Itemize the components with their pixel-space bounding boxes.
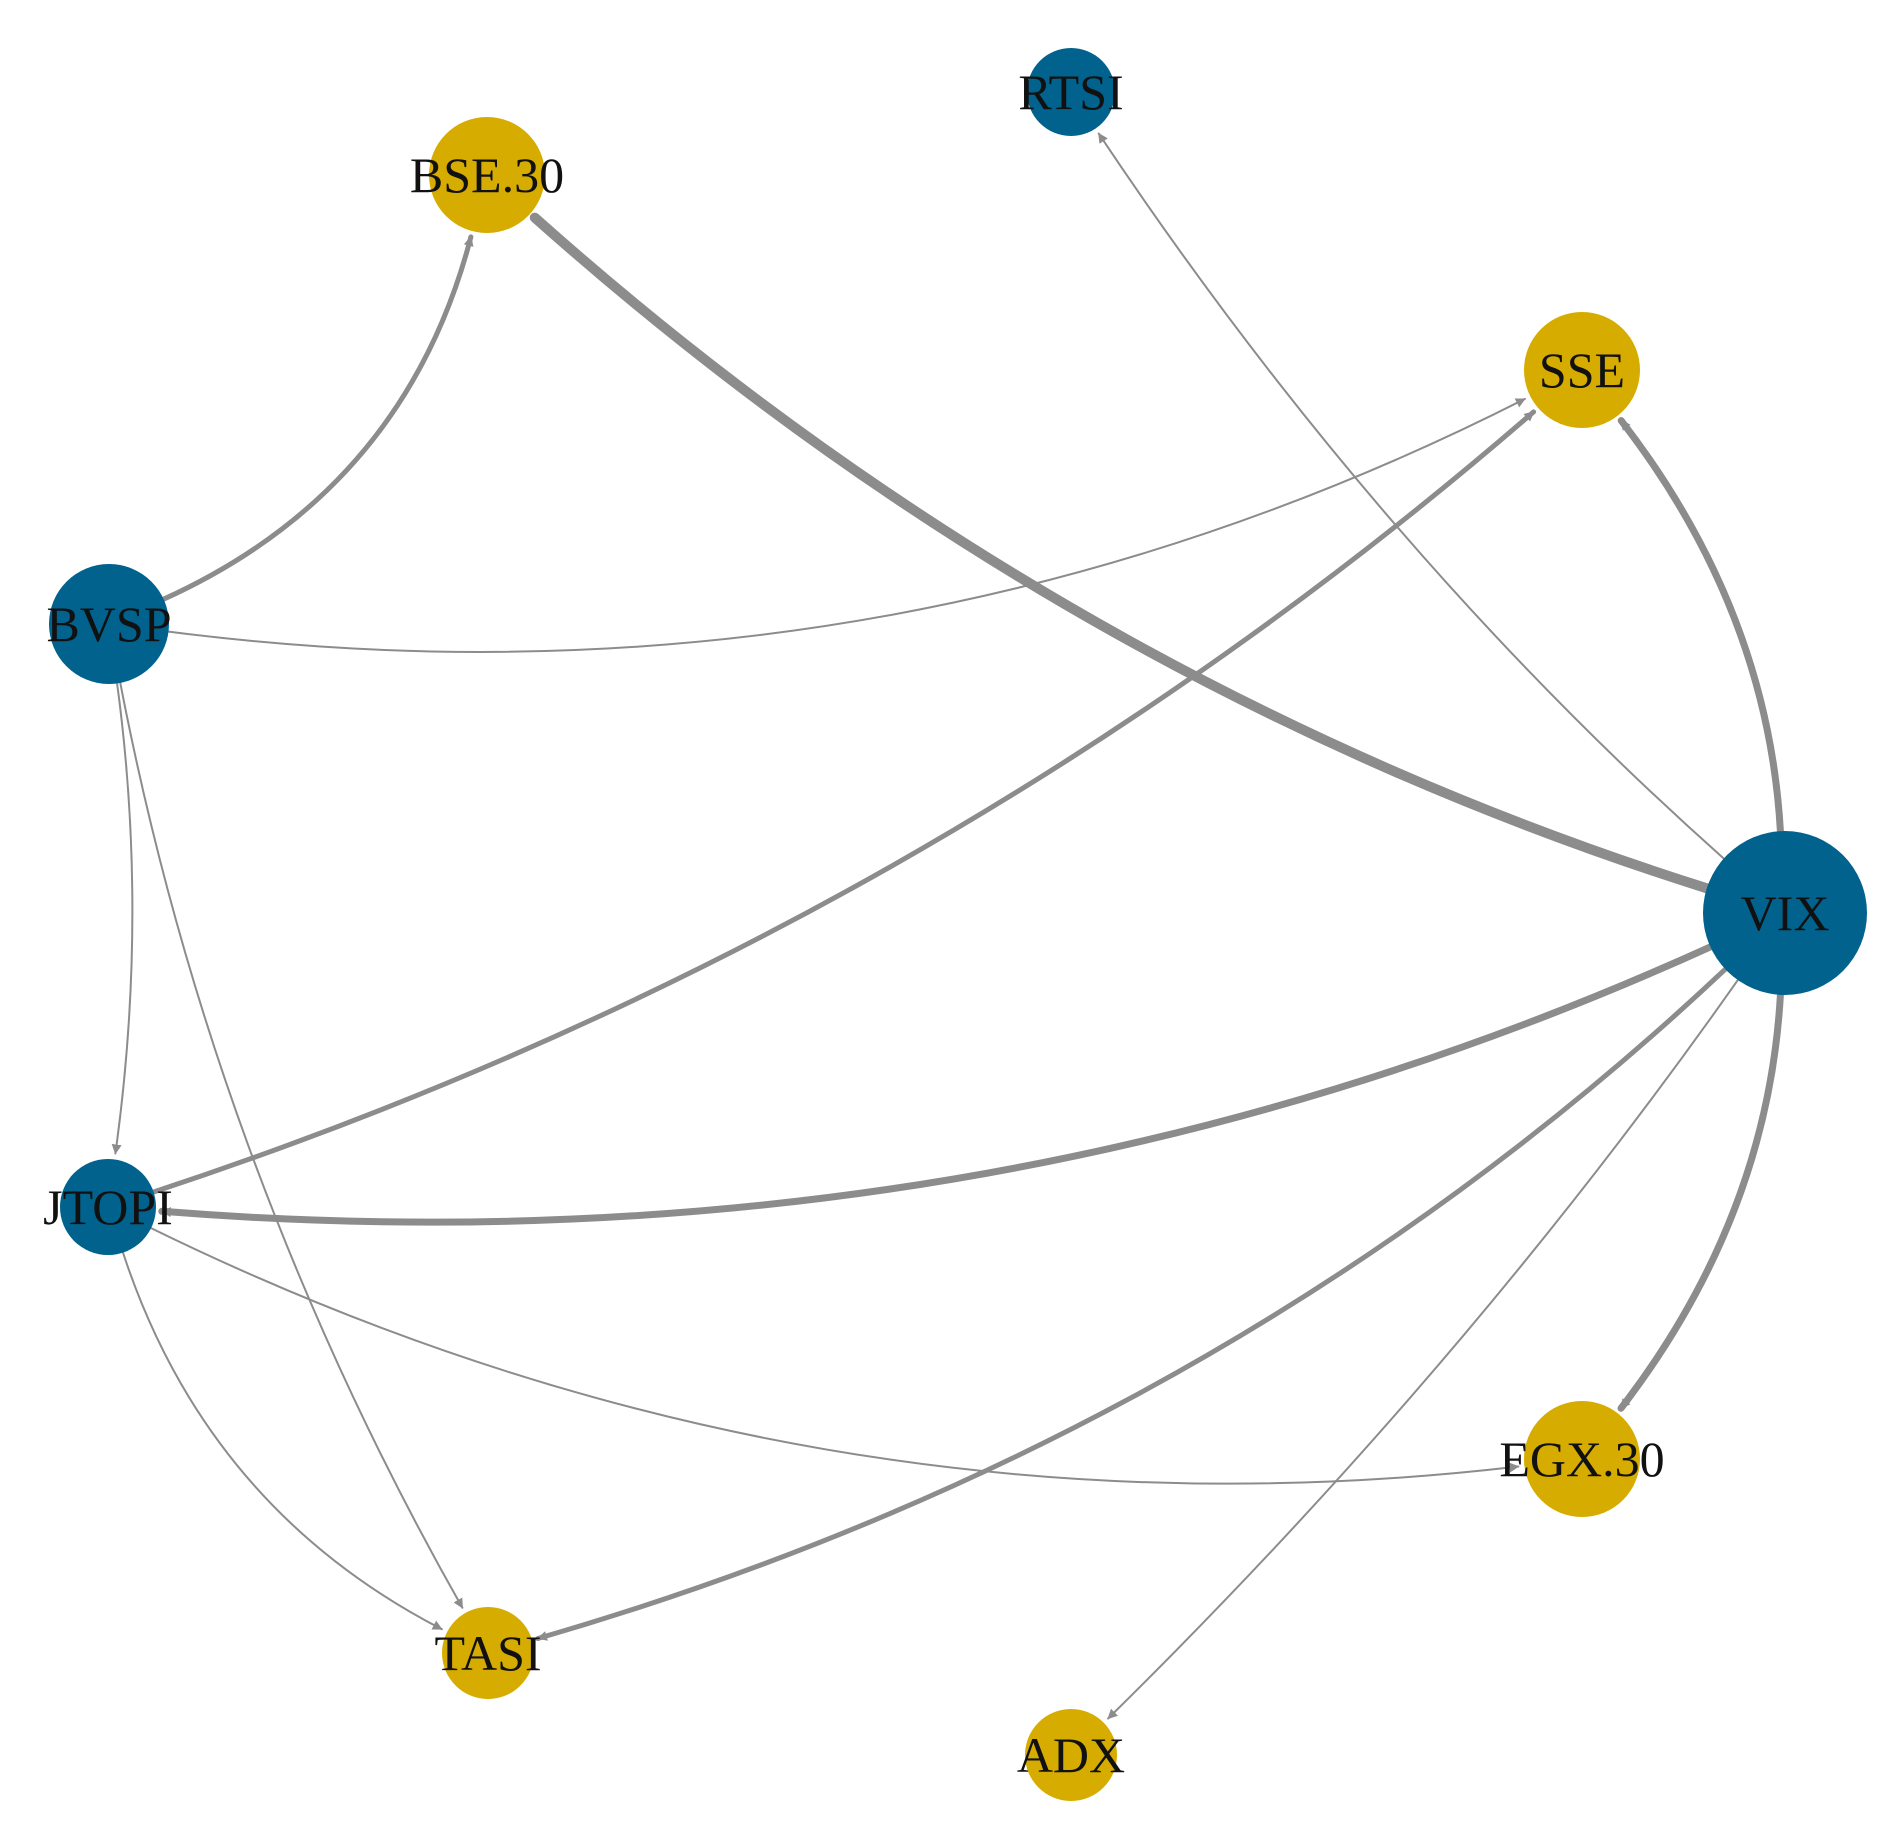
- node-label-jtopi: JTOPI: [43, 1179, 173, 1235]
- node-circle-vix: [1703, 831, 1867, 995]
- edge-vix-to-egx30: [1617, 991, 1784, 1412]
- edge-vix-to-adx: [1107, 979, 1739, 1720]
- node-label-tasi: TASI: [434, 1625, 541, 1681]
- node-label-vix: VIX: [1741, 885, 1830, 941]
- node-circle-egx30: [1524, 1401, 1640, 1517]
- node-circle-sse: [1524, 312, 1640, 428]
- edge-bvsp-to-bse30: [161, 234, 474, 602]
- node-circle-rtsi: [1027, 48, 1115, 136]
- node-circle-bse30: [429, 117, 545, 233]
- node-label-rtsi: RTSI: [1018, 64, 1123, 120]
- edge-vix-to-jtopi: [158, 943, 1714, 1226]
- node-label-sse: SSE: [1539, 342, 1625, 398]
- edge-jtopi-to-sse: [151, 409, 1537, 1195]
- edge-bvsp-to-sse: [167, 397, 1526, 653]
- node-sse: SSE: [1524, 312, 1640, 428]
- node-circle-tasi: [442, 1607, 534, 1699]
- node-label-adx: ADX: [1017, 1727, 1125, 1783]
- node-bvsp: BVSP: [46, 564, 172, 684]
- edge-jtopi-to-egx30: [150, 1227, 1520, 1485]
- edge-vix-to-sse: [1617, 417, 1784, 835]
- node-label-bse30: BSE.30: [410, 147, 564, 203]
- node-circle-bvsp: [49, 564, 169, 684]
- node-rtsi: RTSI: [1018, 48, 1124, 136]
- node-vix: VIX: [1703, 831, 1867, 995]
- node-label-egx30: EGX.30: [1499, 1431, 1664, 1487]
- node-bse30: BSE.30: [410, 117, 564, 233]
- node-circle-adx: [1025, 1709, 1117, 1801]
- node-circle-jtopi: [60, 1159, 156, 1255]
- edges: [111, 132, 1784, 1720]
- edge-jtopi-to-tasi: [122, 1251, 443, 1631]
- edge-vix-to-bse30: [529, 212, 1712, 894]
- node-jtopi: JTOPI: [43, 1159, 173, 1255]
- edge-bvsp-to-jtopi: [111, 682, 134, 1155]
- node-adx: ADX: [1017, 1709, 1125, 1801]
- node-label-bvsp: BVSP: [46, 596, 171, 652]
- edge-vix-to-rtsi: [1097, 132, 1725, 860]
- edge-vix-to-tasi: [535, 966, 1728, 1641]
- node-tasi: TASI: [434, 1607, 542, 1699]
- node-egx30: EGX.30: [1499, 1401, 1665, 1517]
